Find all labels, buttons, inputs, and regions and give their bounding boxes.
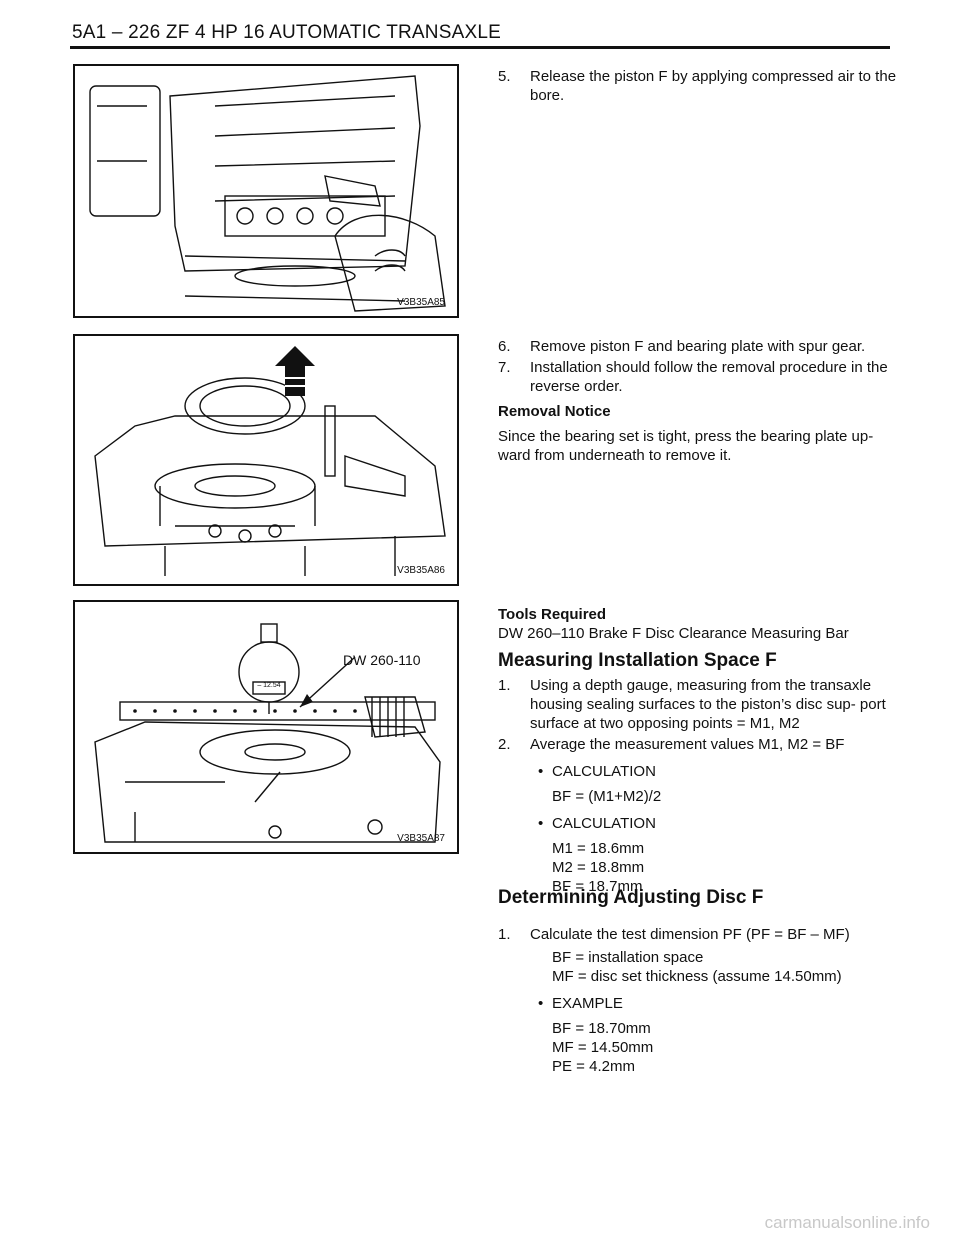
step-text: Average the measurement values M1, M2 = … [530, 736, 845, 753]
step-number: 6. [498, 338, 511, 355]
definition-line: BF = installation space [552, 949, 704, 966]
example-line: BF = 18.70mm [552, 1020, 651, 1037]
figure-measuring-space: DW 260-110 – 12.54 V3B35A87 [73, 600, 459, 854]
step-item: 7. Installation should follow the remova… [498, 358, 898, 396]
figure-piston-removal-illustration [94, 346, 446, 576]
section-adjusting-disc: Determining Adjusting Disc F 1. Calculat… [498, 880, 898, 1076]
step-item: 1. Using a depth gauge, measuring from t… [498, 676, 898, 733]
bullet-text: CALCULATION [552, 763, 656, 780]
calc-line: BF = 18.7mm [552, 878, 643, 895]
step-number: 1. [498, 677, 511, 694]
header-rule [70, 46, 890, 49]
step-item: 1. Calculate the test dimension PF (PF =… [498, 925, 898, 944]
bullet-text: EXAMPLE [552, 995, 623, 1012]
step-text: Using a depth gauge, measuring from the … [530, 677, 886, 732]
step-number: 2. [498, 736, 511, 753]
step-number: 1. [498, 926, 511, 943]
example-line: PE = 4.2mm [552, 1058, 635, 1075]
step-item: 6. Remove piston F and bearing plate wit… [498, 337, 898, 356]
bullet-text: CALCULATION [552, 815, 656, 832]
watermark: carmanualsonline.info [764, 1213, 930, 1232]
section-measuring-space: Tools Required DW 260–110 Brake F Disc C… [498, 605, 898, 896]
figure-caption: V3B35A86 [397, 565, 445, 576]
step-item: 5. Release the piston F by applying comp… [498, 67, 898, 105]
section-heading: Determining Adjusting Disc F [498, 887, 764, 908]
definition-line: MF = disc set thickness (assume 14.50mm) [552, 968, 842, 985]
bullet-dot: • [538, 815, 544, 832]
figure-piston-release-illustration [89, 75, 446, 312]
section-piston-release: 5. Release the piston F by applying comp… [498, 67, 898, 107]
example-line: MF = 14.50mm [552, 1039, 654, 1056]
step-text: Installation should follow the removal p… [530, 359, 888, 395]
bullet-dot: • [538, 763, 544, 780]
tools-title: Tools Required [498, 606, 607, 623]
step-number: 7. [498, 359, 511, 376]
section-piston-removal: 6. Remove piston F and bearing plate wit… [498, 337, 898, 465]
page-header: 5A1 – 226 ZF 4 HP 16 AUTOMATIC TRANSAXLE [72, 22, 501, 43]
step-item: 2. Average the measurement values M1, M2… [498, 735, 898, 754]
calc-line: M1 = 18.6mm [552, 840, 645, 857]
tool-callout: DW 260-110 [343, 652, 421, 668]
figure-caption: V3B35A85 [397, 297, 445, 308]
bullet-item: • EXAMPLE [498, 994, 898, 1013]
step-number: 5. [498, 68, 511, 85]
figure-measuring-space-illustration [94, 623, 441, 843]
figure-piston-release: V3B35A85 [73, 64, 459, 318]
bullet-item: • CALCULATION [498, 814, 898, 833]
figure-caption: V3B35A87 [397, 833, 445, 844]
tools-text: DW 260–110 Brake F Disc Clearance Measur… [498, 625, 849, 642]
bullet-dot: • [538, 995, 544, 1012]
notice-title: Removal Notice [498, 403, 611, 420]
section-heading: Measuring Installation Space F [498, 650, 777, 671]
figure-piston-removal: V3B35A86 [73, 334, 459, 586]
calc-line: M2 = 18.8mm [552, 859, 645, 876]
gauge-readout: – 12.54 [257, 682, 281, 689]
step-text: Calculate the test dimension PF (PF = BF… [530, 926, 850, 943]
notice-text: Since the bearing set is tight, press th… [498, 428, 874, 464]
step-text: Release the piston F by applying compres… [530, 68, 897, 104]
bullet-item: • CALCULATION [498, 762, 898, 781]
formula-line: BF = (M1+M2)/2 [552, 788, 662, 805]
step-text: Remove piston F and bearing plate with s… [530, 338, 866, 355]
